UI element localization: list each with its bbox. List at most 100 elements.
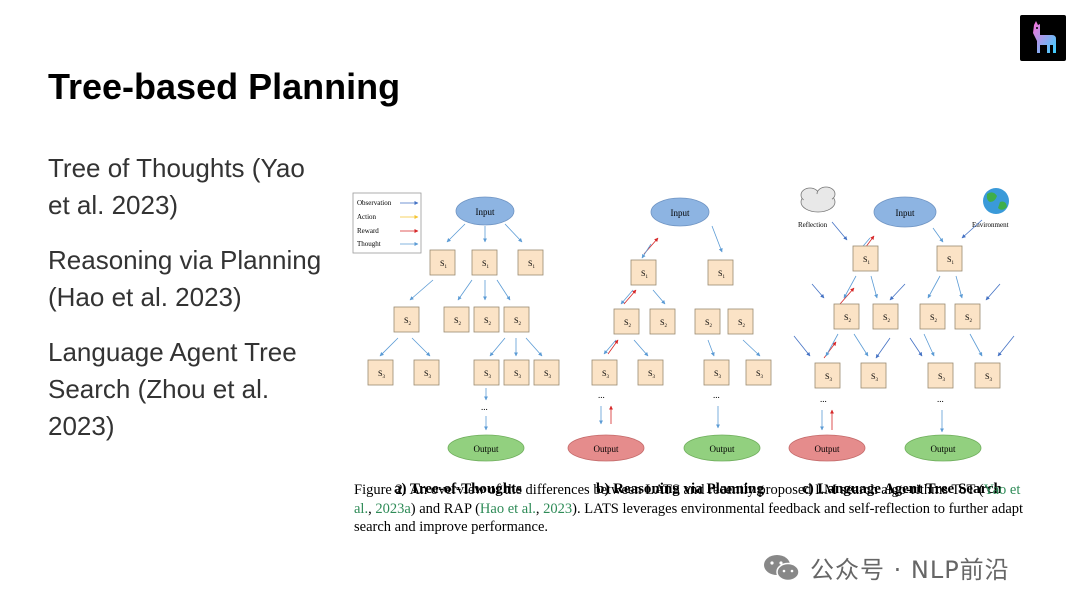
svg-text:S3: S3 (825, 372, 832, 383)
wechat-icon (764, 554, 800, 581)
citation-link[interactable]: Hao et al. (479, 500, 536, 517)
panel-label-c: c) Language Agent Tree Search (802, 481, 1002, 497)
state-node: S2 (649, 308, 676, 335)
state-node: S2 (919, 303, 946, 330)
cloud-icon (800, 186, 836, 213)
legend: Observation Action Reward Thought (352, 192, 422, 254)
state-node: S1 (471, 249, 498, 276)
svg-text:S2: S2 (844, 313, 851, 324)
svg-text:S2: S2 (624, 318, 631, 329)
state-node: S3 (637, 359, 664, 386)
input-node (873, 196, 937, 228)
caption-text: ) and RAP ( (410, 500, 480, 517)
globe-icon (983, 188, 1009, 214)
state-node: S3 (814, 362, 841, 389)
svg-text:S3: S3 (938, 372, 945, 383)
svg-text:S2: S2 (705, 318, 712, 329)
output-label: Output (930, 444, 956, 454)
svg-text:S3: S3 (544, 369, 551, 380)
output-node (567, 434, 645, 462)
caption-text: ). LATS leverages environmental feedback… (354, 500, 1024, 536)
panel-tree-of-thoughts: Input S1 S1 S1 S2 S2 S2 S2 S3 S3 S3 S3 S… (367, 196, 560, 497)
watermark: 公众号 · NLP前沿 (762, 550, 1010, 585)
ellipsis: ... (937, 394, 944, 404)
input-node (455, 196, 515, 226)
input-label: Input (671, 208, 690, 218)
state-node: S2 (872, 303, 899, 330)
svg-text:S1: S1 (482, 259, 489, 270)
legend-action: Action (357, 213, 377, 221)
state-node: S1 (707, 259, 734, 286)
citation-link[interactable]: Yao et al. (354, 482, 1021, 517)
state-node: S3 (860, 362, 887, 389)
output-node (788, 434, 866, 462)
svg-text:S1: S1 (528, 259, 535, 270)
state-node: S3 (703, 359, 730, 386)
svg-text:S2: S2 (738, 318, 745, 329)
bullet-reasoning-via-planning: Reasoning via Planning (Hao et al. 2023) (48, 245, 322, 312)
planning-diagram: Observation Action Reward Thought Input … (352, 186, 1015, 497)
slide-title: Tree-based Planning (48, 66, 401, 107)
watermark-text: 公众号 · NLP前沿 (810, 556, 1010, 584)
legend-observation: Observation (357, 199, 392, 207)
svg-text:S1: S1 (947, 255, 954, 266)
bullet-lats: Language Agent Tree Search (Zhou et al. … (48, 337, 297, 441)
caption-text: Figure 2: An overview of the differences… (354, 482, 984, 498)
svg-text:S2: S2 (454, 316, 461, 327)
output-node (904, 434, 982, 462)
state-node: S3 (974, 362, 1001, 389)
state-node: S3 (503, 359, 530, 386)
state-node: S2 (393, 306, 420, 333)
state-node: S2 (694, 308, 721, 335)
ellipsis: ... (713, 390, 720, 400)
ellipsis: ... (481, 402, 488, 412)
output-label: Output (814, 444, 840, 454)
state-node: S3 (367, 359, 394, 386)
svg-text:S2: S2 (404, 316, 411, 327)
state-node: S1 (429, 249, 456, 276)
svg-text:S3: S3 (484, 369, 491, 380)
citation-link[interactable]: 2023a (375, 500, 411, 517)
state-node: S1 (630, 259, 657, 286)
state-node: S2 (954, 303, 981, 330)
state-node: S1 (517, 249, 544, 276)
svg-text:S3: S3 (424, 369, 431, 380)
svg-text:S2: S2 (883, 313, 890, 324)
caption-text: , (535, 500, 544, 517)
panel-label-b: b) Reasoning via Planning (596, 481, 764, 497)
svg-text:S2: S2 (484, 316, 491, 327)
reflection-label: Reflection (798, 221, 828, 229)
svg-text:S3: S3 (756, 369, 763, 380)
svg-text:S3: S3 (871, 372, 878, 383)
state-node: S1 (852, 245, 879, 272)
output-label: Output (593, 444, 619, 454)
svg-text:S3: S3 (985, 372, 992, 383)
output-label: Output (473, 444, 499, 454)
state-node: S3 (413, 359, 440, 386)
state-node: S2 (503, 306, 530, 333)
ellipsis: ... (598, 390, 605, 400)
input-node (650, 197, 710, 227)
state-node: S2 (727, 308, 754, 335)
ellipsis: ... (820, 394, 827, 404)
figure-caption: Figure 2: An overview of the differences… (354, 481, 1034, 537)
svg-text:S3: S3 (514, 369, 521, 380)
state-node: S2 (443, 306, 470, 333)
svg-text:S1: S1 (641, 269, 648, 280)
input-label: Input (476, 207, 495, 217)
state-node: S3 (473, 359, 500, 386)
state-node: S2 (613, 308, 640, 335)
svg-text:S3: S3 (602, 369, 609, 380)
bullet-tree-of-thoughts: Tree of Thoughts (Yao et al. 2023) (48, 153, 305, 220)
svg-text:S2: S2 (514, 316, 521, 327)
state-node: S2 (473, 306, 500, 333)
svg-text:S3: S3 (378, 369, 385, 380)
citation-link[interactable]: 2023 (543, 500, 573, 517)
output-node (683, 434, 761, 462)
llama-logo-icon (1020, 15, 1066, 61)
input-label: Input (896, 208, 915, 218)
state-node: S1 (936, 245, 963, 272)
state-node: S3 (591, 359, 618, 386)
output-label: Output (709, 444, 735, 454)
svg-text:S1: S1 (718, 269, 725, 280)
